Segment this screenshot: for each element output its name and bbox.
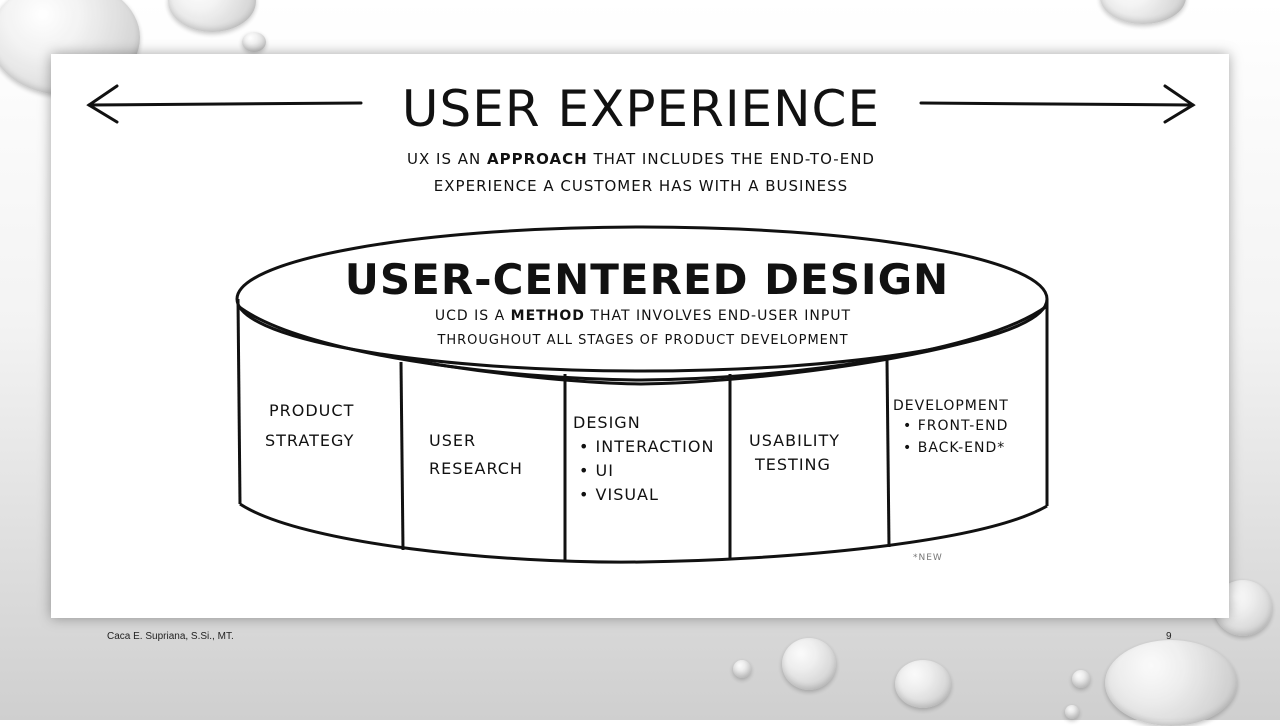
stage-label: USER: [429, 431, 476, 450]
stage-design: DESIGN • INTERACTION • UI • VISUAL: [573, 413, 714, 504]
ucd-description-line1: UCD IS A METHOD THAT INVOLVES END-USER I…: [435, 308, 851, 324]
ux-description-line2: EXPERIENCE A CUSTOMER HAS WITH A BUSINES…: [434, 177, 848, 195]
stage-item: • FRONT-END: [903, 418, 1008, 434]
footer-author: Caca E. Supriana, S.Si., MT.: [107, 631, 234, 642]
ux-desc-post: THAT INCLUDES THE END-TO-END: [588, 150, 875, 168]
water-drop-decoration: [1065, 705, 1079, 719]
stage-label: RESEARCH: [429, 459, 523, 478]
ux-desc-bold: APPROACH: [487, 150, 588, 168]
ux-desc-pre: UX IS AN: [407, 150, 487, 168]
stage-item: • BACK-END*: [903, 440, 1005, 456]
water-drop-decoration: [895, 660, 951, 708]
water-drop-decoration: [733, 660, 751, 678]
stage-item: • UI: [579, 461, 614, 480]
stage-label: STRATEGY: [265, 431, 354, 450]
water-drop-decoration: [1100, 0, 1186, 24]
page-title: USER EXPERIENCE: [402, 80, 880, 138]
stage-label: DEVELOPMENT: [893, 398, 1009, 414]
page-number: 9: [1166, 631, 1172, 642]
ux-description-line1: UX IS AN APPROACH THAT INCLUDES THE END-…: [407, 150, 875, 168]
water-drop-decoration: [1072, 670, 1090, 688]
stage-label: DESIGN: [573, 413, 641, 432]
stage-product-strategy: PRODUCT STRATEGY: [265, 401, 354, 450]
water-drop-decoration: [1105, 640, 1237, 726]
water-drop-decoration: [782, 638, 836, 690]
stage-item: • INTERACTION: [579, 437, 714, 456]
stage-label: TESTING: [754, 455, 831, 474]
new-note: *NEW: [913, 553, 943, 563]
ucd-title: USER-CENTERED DESIGN: [345, 255, 949, 304]
stage-label: PRODUCT: [269, 401, 354, 420]
left-arrow-icon: [86, 84, 363, 124]
stage-item: • VISUAL: [579, 485, 659, 504]
ucd-description-line2: THROUGHOUT ALL STAGES OF PRODUCT DEVELOP…: [436, 333, 848, 348]
ucd-desc-post: THAT INVOLVES END-USER INPUT: [585, 308, 851, 324]
stage-user-research: USER RESEARCH: [429, 431, 523, 478]
stage-development: DEVELOPMENT • FRONT-END • BACK-END*: [893, 398, 1009, 456]
stage-usability-testing: USABILITY TESTING: [749, 431, 840, 474]
right-arrow-icon: [919, 84, 1196, 124]
water-drop-decoration: [168, 0, 256, 32]
stage-label: USABILITY: [749, 431, 840, 450]
slide-image-panel: USER EXPERIENCE UX IS AN APPROACH THAT I…: [51, 54, 1229, 618]
water-drop-decoration: [242, 32, 266, 52]
ucd-cylinder: [235, 225, 1049, 564]
ux-ucd-diagram: USER EXPERIENCE UX IS AN APPROACH THAT I…: [86, 80, 1196, 564]
ucd-desc-pre: UCD IS A: [435, 308, 511, 324]
ucd-desc-bold: METHOD: [511, 308, 585, 324]
